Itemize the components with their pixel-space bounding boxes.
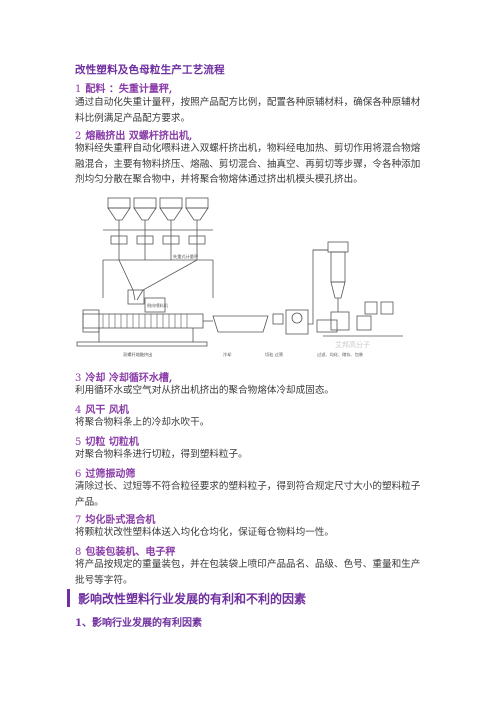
step-name: 均化卧式混合机 <box>85 515 156 526</box>
label-side-feeder: 侧向喂料机 <box>147 302 169 309</box>
label-feeder: 失重式计量秤 <box>173 253 198 260</box>
step-7-description: 将颗粒状改性塑料体送入均化仓均化，保证每仓物料均一性。 <box>75 527 335 538</box>
step-name: 熔融挤出 双螺杆挤出机, <box>85 131 193 142</box>
step-number: 7 <box>75 515 82 526</box>
step-2-description: 物料经失重秤自动化喂料进入双螺杆挤出机，物料经电加热、剪切作用将混合物熔融混合，… <box>75 143 421 185</box>
step-number: 3 <box>75 373 82 384</box>
step-3-description: 利用循环水或空气对从挤出机挤出的聚合物熔体冷却成固态。 <box>75 385 335 396</box>
step-number: 1 <box>75 84 82 95</box>
step-name: 风干 风机 <box>85 405 129 416</box>
section-subtitle: 1、影响行业发展的有利因素 <box>75 618 202 629</box>
section-title: 影响改性塑料行业发展的有利和不利的因素 <box>78 592 307 606</box>
step-name: 切粒 切粒机 <box>85 437 139 448</box>
step-name: 冷却 冷却循环水槽, <box>85 373 173 384</box>
step-name: 包装包装机、电子秤 <box>85 547 176 558</box>
step-8-description: 将产品按规定的重量装包，并在包装袋上喷印产品品名、品级、色号、重量和生产批号等字… <box>75 559 421 586</box>
step-name: 过筛振动筛 <box>85 469 136 480</box>
label-pack: 过滤、均化、储存、包装 <box>317 351 364 358</box>
watermark: 艾邦高分子 <box>335 340 370 349</box>
step-number: 2 <box>75 131 82 142</box>
process-flow-diagram: 失重式计量秤 侧向喂料机 双螺杆熔融挤出 冷却 切粒 过筛 过滤、均化、储存、包… <box>76 197 403 358</box>
step-number: 5 <box>75 437 82 448</box>
step-6-description: 清除过长、过短等不符合粒径要求的塑料粒子，得到符合规定尺寸大小的塑料粒子产品。 <box>75 481 421 508</box>
step-5-description: 对聚合物料条进行切粒，得到塑料粒子。 <box>75 449 248 460</box>
step-4-description: 将聚合物料条上的冷却水吹干。 <box>75 417 210 428</box>
step-number: 4 <box>75 405 82 416</box>
step-name: 配料 ：失重计量秤, <box>85 84 173 95</box>
step-number: 6 <box>75 469 82 480</box>
step-1-description: 通过自动化失重计量秤，按照产品配方比例，配置各种原辅材料，确保各种原辅材料比例满… <box>75 97 421 124</box>
section-heading: 影响改性塑料行业发展的有利和不利的因素 <box>67 589 430 607</box>
label-extruder: 双螺杆熔融挤出 <box>123 351 152 358</box>
label-cut-screen: 切粒 过筛 <box>265 351 283 358</box>
page-title: 改性塑料及色母粒生产工艺流程 <box>75 64 225 76</box>
label-cooling: 冷却 <box>223 351 231 358</box>
step-number: 8 <box>75 547 82 558</box>
